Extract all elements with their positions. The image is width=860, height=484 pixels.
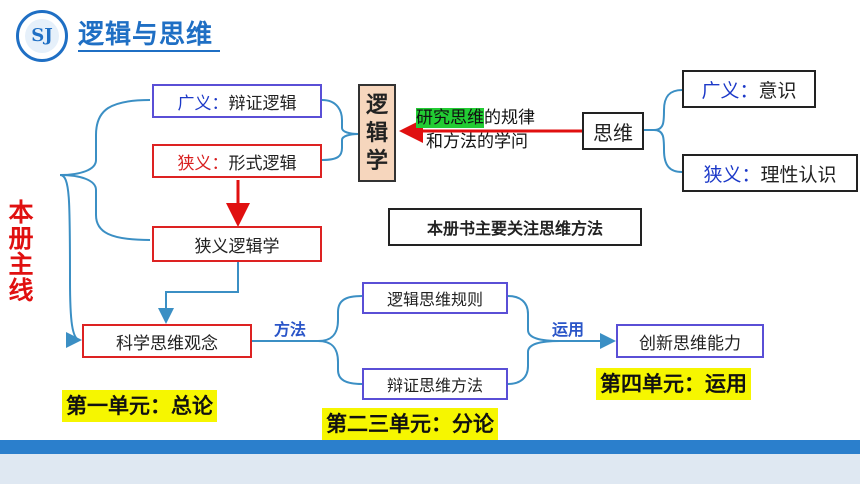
main-line-label: 本册主线 <box>8 198 34 305</box>
logo-mark: SJ <box>25 19 59 53</box>
thinking-node: 思维 <box>582 112 644 150</box>
definition-rest: 的规律 <box>484 108 535 128</box>
scientific-thinking-node: 科学思维观念 <box>82 324 252 358</box>
logic-rules-node: 逻辑思维规则 <box>362 282 508 314</box>
logic-brace <box>321 99 359 161</box>
right-narrow-text: 理性认识 <box>760 163 837 186</box>
unit-two-three-label: 第二三单元：分论 <box>322 408 498 440</box>
mainline-to-concept <box>59 174 82 348</box>
definition-text: 研究思维的规律 和方法的学问 <box>416 106 586 154</box>
broad-logic-node: 广义：辩证逻辑 <box>152 84 322 118</box>
innovation-ability-node: 创新思维能力 <box>616 324 764 358</box>
right-broad-sep: ： <box>739 79 759 102</box>
page-title: 逻辑与思维 <box>78 20 214 50</box>
unit-one-label: 第一单元：总论 <box>62 390 217 422</box>
narrow-logic-node: 狭义：形式逻辑 <box>152 144 322 178</box>
title-underline <box>78 50 220 52</box>
logic-char-1: 逻 <box>365 92 388 118</box>
right-narrow-key: 狭义 <box>703 163 742 186</box>
broad-thinking-node: 广义：意识 <box>682 70 816 108</box>
main-brace <box>59 99 151 241</box>
connector-layer <box>59 89 683 385</box>
logic-char-3: 学 <box>365 148 388 174</box>
broad-sep: ： <box>211 93 229 114</box>
unit-four-label: 第四单元：运用 <box>596 368 751 400</box>
broad-key: 广义 <box>177 93 212 114</box>
definition-line2: 和方法的学问 <box>426 132 528 152</box>
thinking-brace <box>642 89 683 131</box>
focus-note: 本册书主要关注思维方法 <box>388 208 642 246</box>
narrow-text: 形式逻辑 <box>228 153 297 174</box>
narrow-logic-science-node: 狭义逻辑学 <box>152 226 322 262</box>
dialectic-methods-node: 辩证思维方法 <box>362 368 508 400</box>
school-logo: SJ <box>16 10 68 62</box>
method-brace <box>252 295 363 342</box>
right-broad-text: 意识 <box>758 79 797 102</box>
apply-label: 运用 <box>552 320 585 339</box>
method-label: 方法 <box>274 320 307 339</box>
narrowlogic-to-concept <box>158 262 239 324</box>
apply-brace <box>507 295 561 342</box>
narrow-key: 狭义 <box>177 153 212 174</box>
right-narrow-sep: ： <box>741 163 761 186</box>
definition-highlight: 研究思维 <box>416 108 484 128</box>
narrow-thinking-node: 狭义：理性认识 <box>682 154 858 192</box>
narrow-sep: ： <box>211 153 229 174</box>
footer-bar <box>0 440 860 454</box>
logic-science-box: 逻 辑 学 <box>358 84 396 182</box>
right-broad-key: 广义 <box>701 79 740 102</box>
footer-band <box>0 454 860 484</box>
broad-text: 辩证逻辑 <box>228 93 297 114</box>
logic-char-2: 辑 <box>365 120 388 146</box>
